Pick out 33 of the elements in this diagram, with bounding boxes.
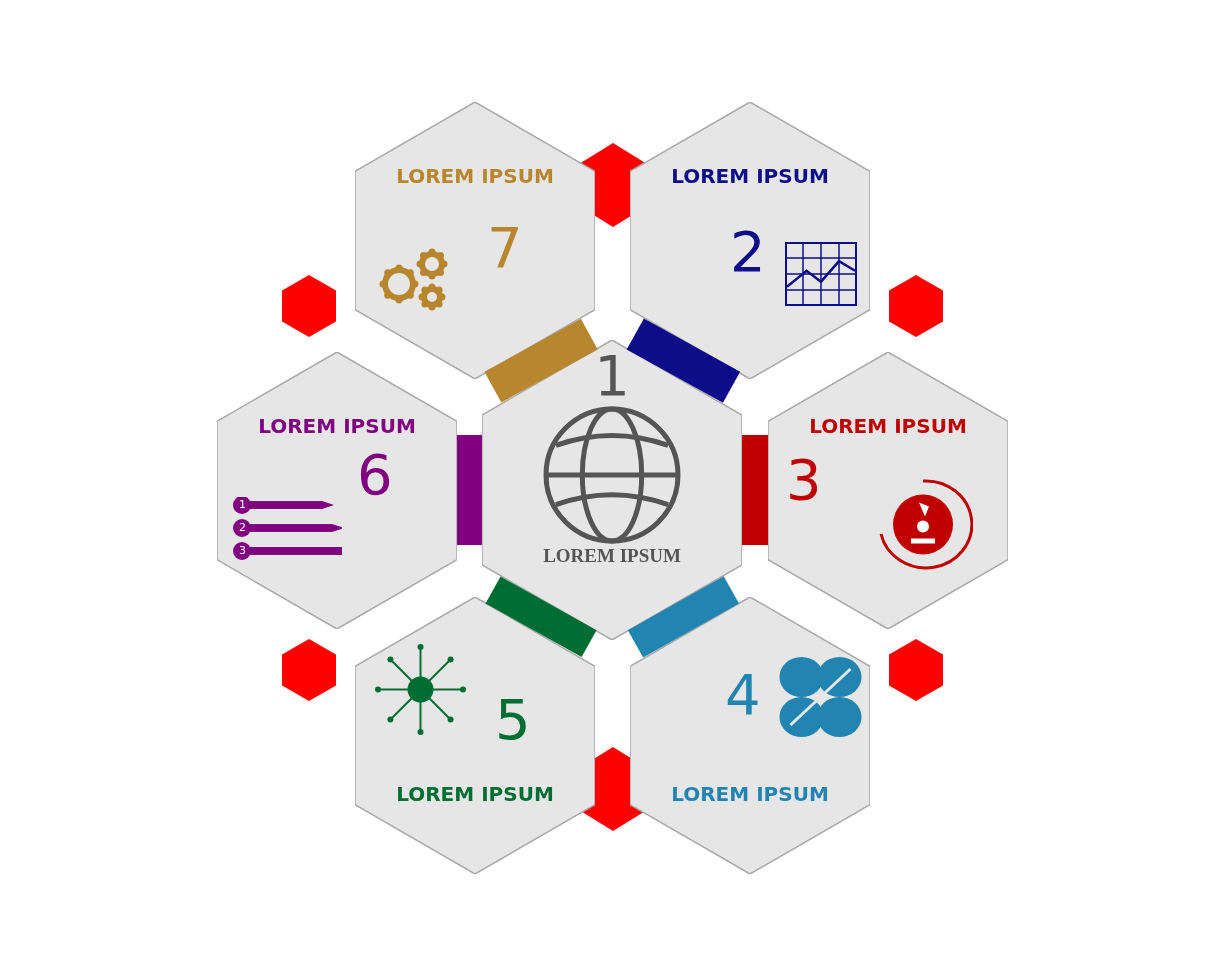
connector-band xyxy=(485,576,597,658)
hexagon-panel xyxy=(355,101,595,379)
hexagon-panel xyxy=(355,596,595,874)
step-number: 4 xyxy=(725,666,761,723)
title: LOREM IPSUM xyxy=(671,163,829,188)
joint-hexagon xyxy=(282,639,337,702)
connector-band xyxy=(626,318,741,403)
title: LOREM IPSUM xyxy=(671,781,829,806)
joint-hexagon xyxy=(889,275,944,338)
step-number: 2 xyxy=(730,223,766,280)
connector-band xyxy=(627,576,740,658)
title: LOREM IPSUM xyxy=(809,413,967,438)
step-number: 1 xyxy=(594,343,630,408)
step-number: 5 xyxy=(495,691,531,748)
list-number: 3 xyxy=(239,544,246,556)
joint-hexagon xyxy=(889,639,944,702)
hexagon-panel xyxy=(482,340,742,640)
title: LOREM IPSUM xyxy=(396,163,554,188)
step-number: 6 xyxy=(357,446,393,503)
hexagon-panel xyxy=(217,351,457,629)
step-number: 3 xyxy=(786,451,822,508)
hexagon-panel xyxy=(630,596,870,874)
list-number: 2 xyxy=(239,521,246,533)
connector-band xyxy=(457,435,482,545)
list-number: 1 xyxy=(239,498,246,510)
hexagon-panel xyxy=(768,351,1008,629)
title: LOREM IPSUM xyxy=(258,413,416,438)
step-number: 7 xyxy=(487,219,523,276)
connector-band xyxy=(742,435,768,545)
title: LOREM IPSUM xyxy=(396,781,554,806)
joint-hexagon xyxy=(282,275,337,338)
title: LOREM IPSUM xyxy=(543,545,681,566)
hexagon-panel xyxy=(630,101,870,379)
